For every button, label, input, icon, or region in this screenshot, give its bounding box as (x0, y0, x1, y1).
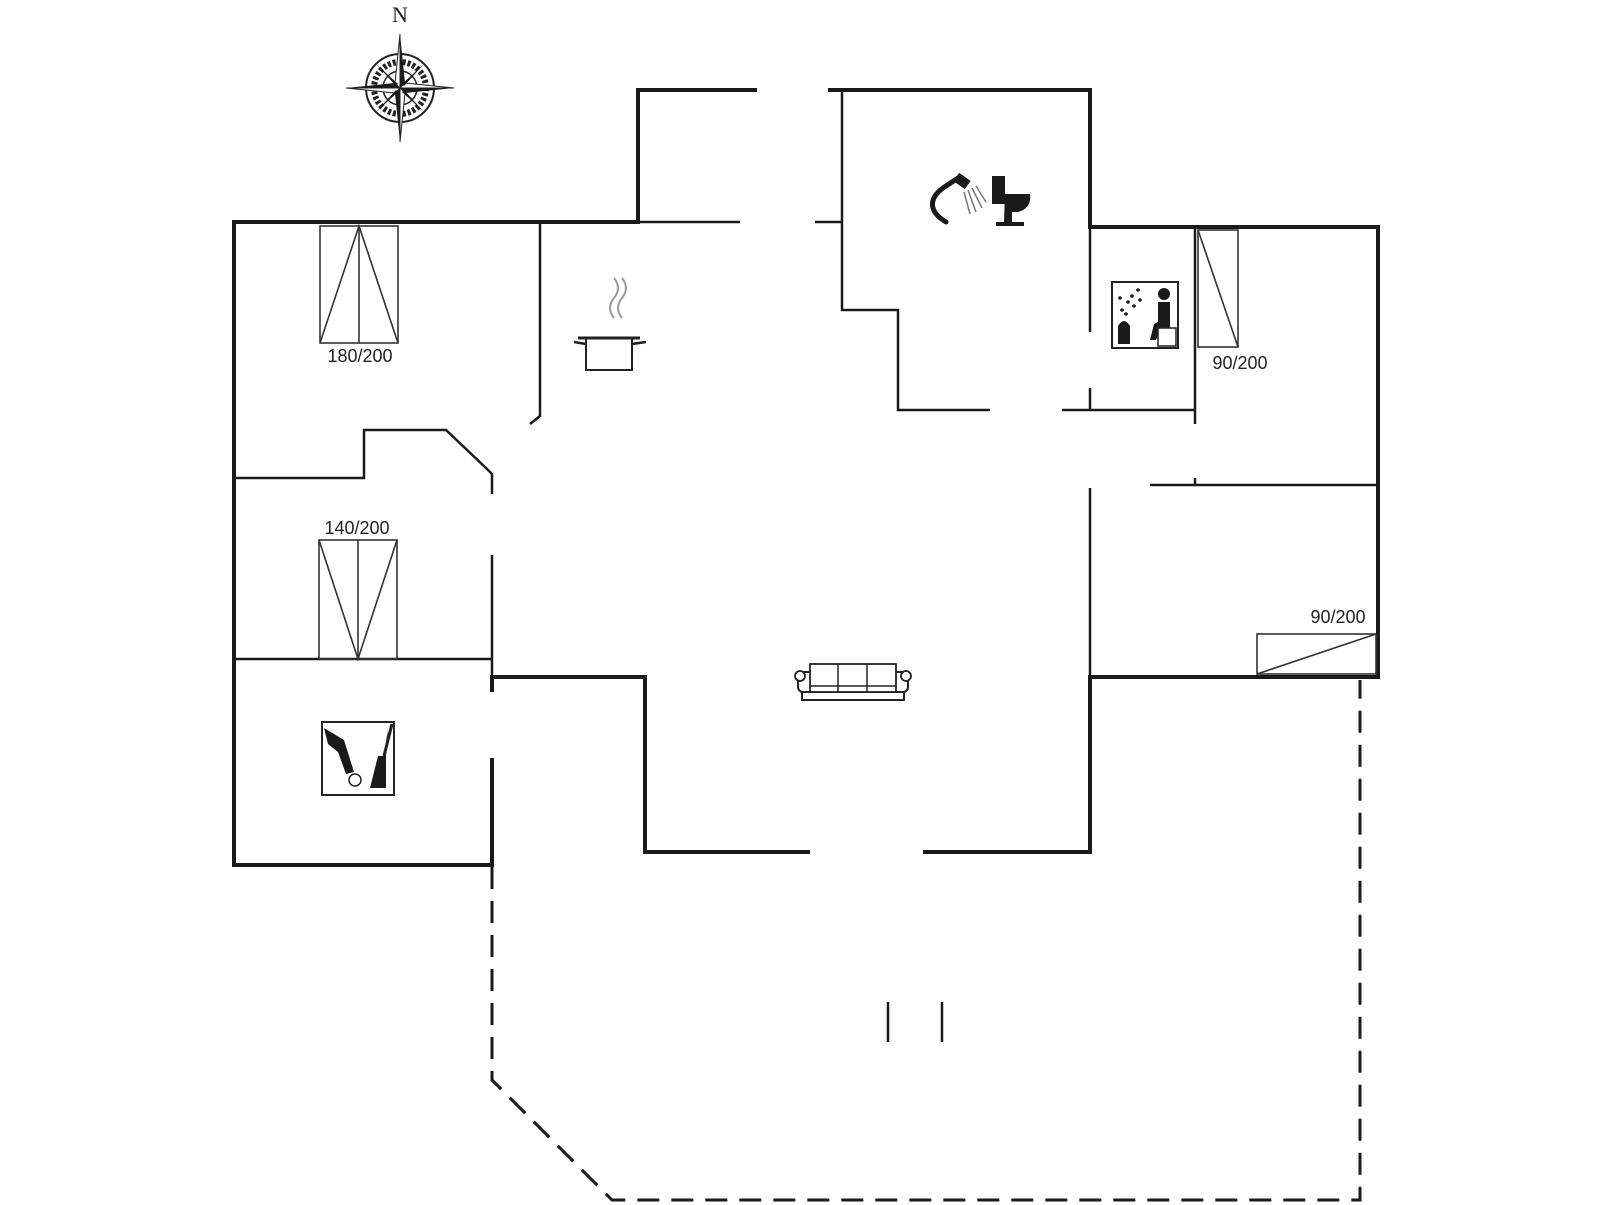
bed-size-label: 90/200 (1310, 607, 1365, 627)
shower-icon (930, 172, 987, 225)
sauna-icon (1111, 281, 1179, 349)
compass-north-label: N (392, 2, 408, 27)
entrance-steps (886, 1002, 944, 1042)
terrace-outline (490, 680, 1362, 1202)
sofa-icon (794, 663, 912, 701)
single-bed-90-upper: 90/200 (1197, 229, 1268, 373)
bed-size-label: 180/200 (327, 346, 392, 366)
compass: N (345, 2, 455, 143)
washing-machine-icon (321, 721, 395, 796)
interior-walls (234, 90, 1378, 677)
exterior-walls (232, 88, 1380, 867)
bed-size-label: 140/200 (324, 518, 389, 538)
double-bed-180: 180/200 (319, 223, 399, 366)
cooking-pot-icon (573, 277, 647, 371)
toilet-icon (992, 176, 1031, 226)
bed-size-label: 90/200 (1212, 353, 1267, 373)
single-bed-90-lower: 90/200 (1256, 607, 1377, 675)
double-bed-140: 140/200 (318, 518, 398, 662)
compass-rose-icon (345, 33, 455, 143)
